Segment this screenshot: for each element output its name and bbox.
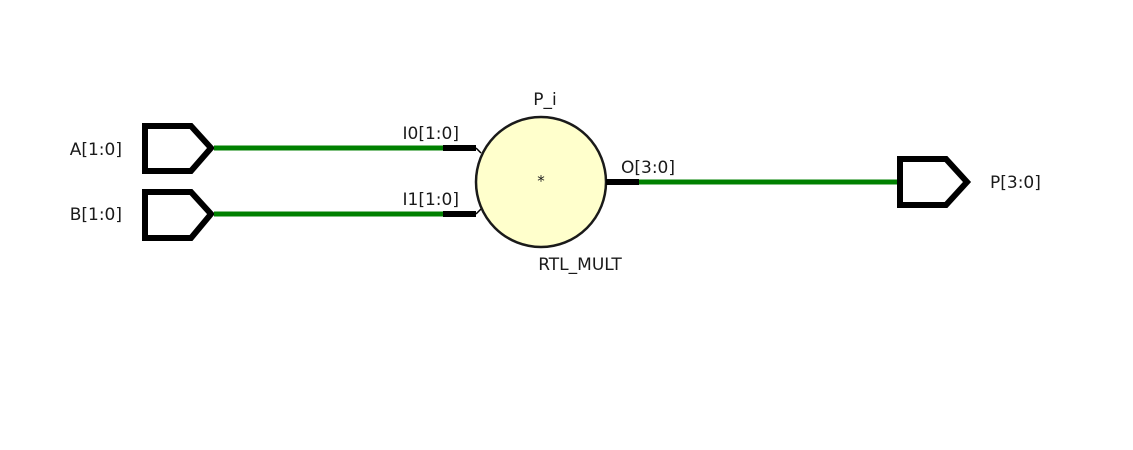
pin-i1-connector — [475, 208, 482, 215]
cell-type-label: RTL_MULT — [538, 255, 622, 275]
cell-instance-name: P_i — [533, 90, 556, 110]
mult-cell[interactable]: * P_i RTL_MULT — [474, 90, 622, 275]
mult-operator-symbol: * — [537, 172, 545, 190]
input-port-a-shape[interactable] — [142, 123, 216, 174]
input-port-b-shape[interactable] — [142, 189, 215, 241]
output-port-p-shape[interactable] — [897, 156, 972, 208]
pin-i0-connector — [475, 147, 482, 154]
input-port-a[interactable]: A[1:0] — [70, 123, 216, 174]
input-port-b[interactable]: B[1:0] — [70, 189, 215, 241]
pin-i1-label: I1[1:0] — [403, 190, 459, 210]
input-port-b-label: B[1:0] — [70, 205, 122, 225]
input-port-a-label: A[1:0] — [70, 140, 122, 160]
pin-o-label: O[3:0] — [621, 158, 675, 178]
output-port-p-label: P[3:0] — [990, 173, 1041, 193]
output-port-p[interactable]: P[3:0] — [897, 156, 1041, 208]
pin-i0-label: I0[1:0] — [403, 124, 459, 144]
